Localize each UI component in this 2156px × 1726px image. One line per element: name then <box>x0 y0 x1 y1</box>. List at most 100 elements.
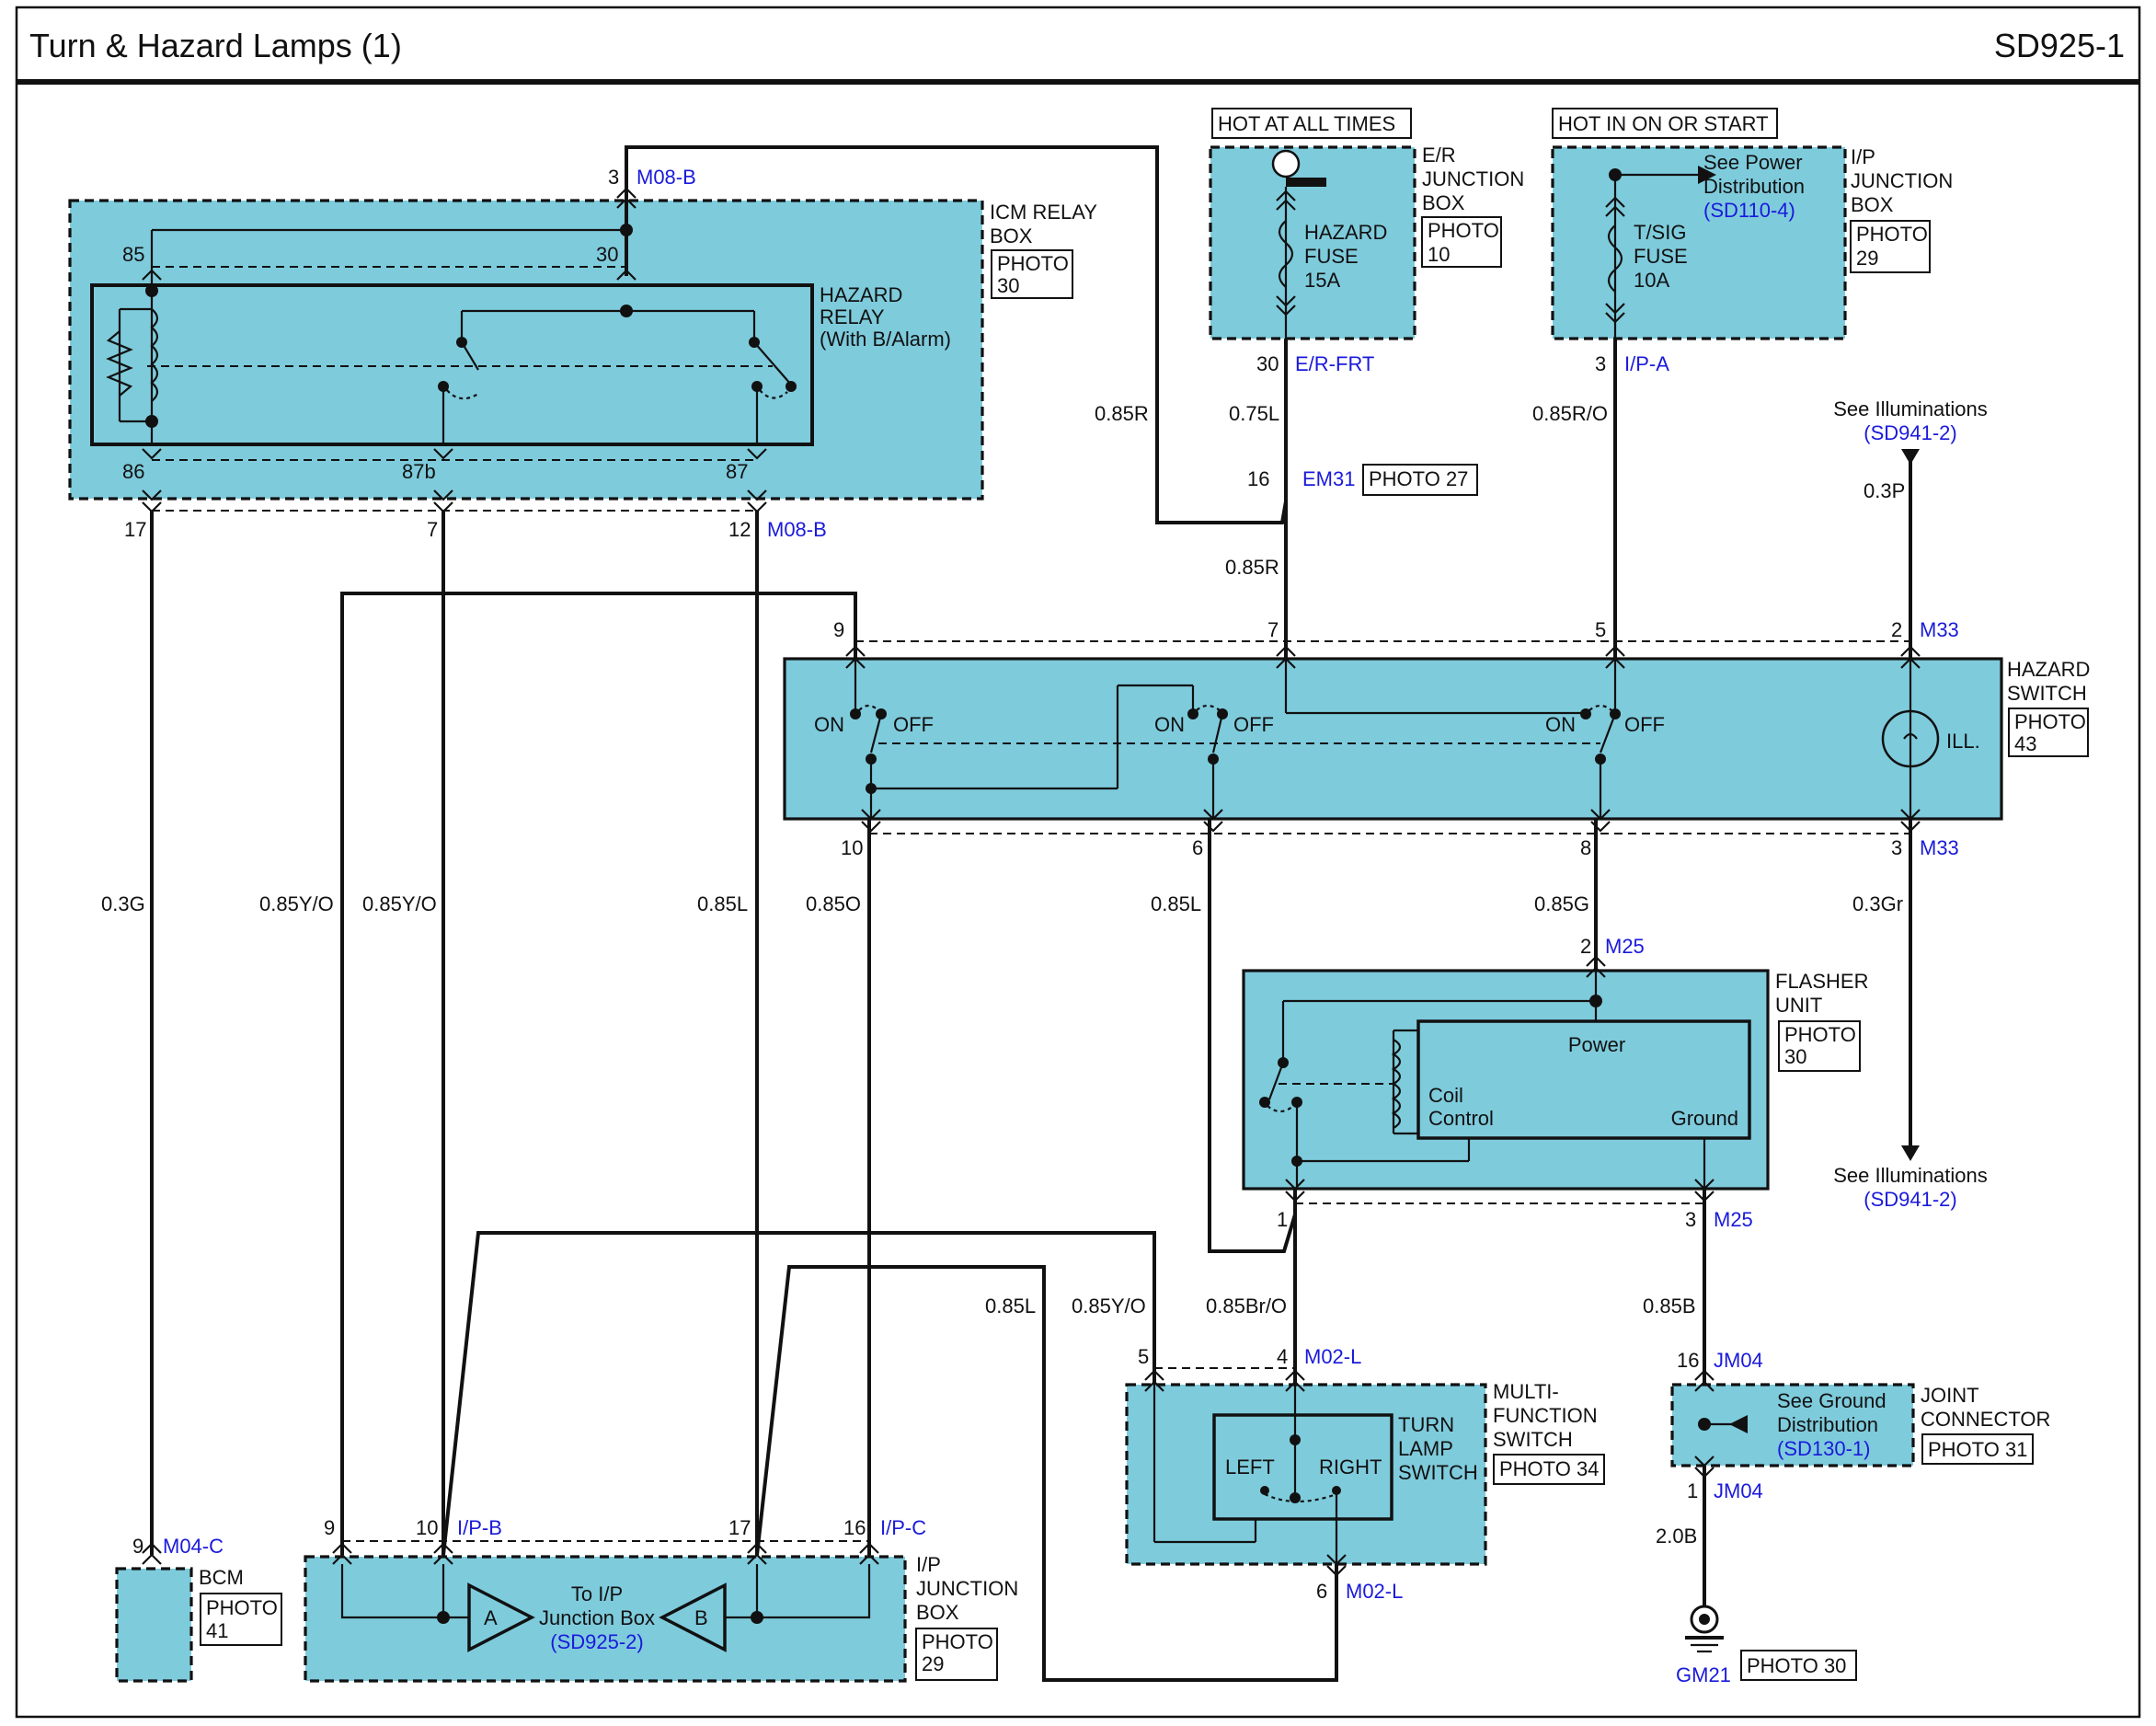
ip-bottom-ref: (SD925-2) <box>550 1630 643 1653</box>
mfs-label-2: FUNCTION <box>1493 1404 1598 1427</box>
bottom-ip-internals <box>142 1540 879 1652</box>
em31-photo-box <box>1362 464 1478 496</box>
wire-085r-top: 0.85R <box>1095 402 1149 425</box>
pin-16-ip: 16 <box>843 1516 866 1539</box>
wire-03g: 0.3G <box>101 892 145 915</box>
wire-085g: 0.85G <box>1534 892 1589 915</box>
bcm-photo-1: PHOTO <box>206 1596 278 1619</box>
pin-86: 86 <box>122 460 144 483</box>
wires <box>150 145 1920 1682</box>
hazard-relay <box>90 283 814 446</box>
pin-16-em31: 16 <box>1247 467 1269 490</box>
mfs-photo: PHOTO 34 <box>1499 1457 1599 1480</box>
multifunction-photo-box <box>1493 1454 1605 1485</box>
multifunction-internals <box>1144 1367 1347 1577</box>
pin-3-hz: 3 <box>1891 836 1902 859</box>
ip-hot-label: HOT IN ON OR START <box>1558 112 1769 135</box>
wire-085l-a: 0.85L <box>697 892 748 915</box>
ip-bottom-photo-box <box>915 1628 998 1681</box>
hazard-fuse-3: 15A <box>1304 269 1340 292</box>
pin-30-er: 30 <box>1256 352 1279 375</box>
joint-label-1: JOINT <box>1921 1384 1979 1407</box>
pin-4-mfs: 4 <box>1277 1345 1288 1368</box>
hazard-fuse-1: HAZARD <box>1304 221 1387 244</box>
turn-label-3: SWITCH <box>1398 1461 1478 1484</box>
conn-m33-top: M33 <box>1920 618 1959 641</box>
pin-2-fl: 2 <box>1580 935 1591 958</box>
pin-1-fl: 1 <box>1277 1208 1288 1231</box>
pin-1-jm: 1 <box>1687 1479 1698 1502</box>
er-label-3: BOX <box>1422 191 1465 214</box>
power-dist-1: See Power <box>1703 151 1803 174</box>
sheet-frame <box>15 6 2141 1719</box>
bcm-label: BCM <box>199 1566 244 1589</box>
pin-12: 12 <box>728 518 751 541</box>
pin-3-ip: 3 <box>1595 352 1606 375</box>
ip-top-label-2: JUNCTION <box>1851 169 1953 192</box>
pin-2-hz: 2 <box>1891 618 1902 641</box>
power-dist-2: Distribution <box>1703 175 1805 198</box>
flasher-photo-1: PHOTO <box>1784 1023 1856 1046</box>
pin-5-hz: 5 <box>1595 618 1606 641</box>
power-dist-ref: (SD110-4) <box>1703 199 1795 222</box>
wire-085yo-b: 0.85Y/O <box>362 892 437 915</box>
tsig-fuse-3: 10A <box>1634 269 1669 292</box>
er-hot-label: HOT AT ALL TIMES <box>1218 112 1395 135</box>
joint-photo: PHOTO 31 <box>1928 1438 2027 1461</box>
relay-label-2: RELAY <box>820 305 885 328</box>
switch-on-1: ON <box>814 713 844 736</box>
pin-9-bcm: 9 <box>132 1535 143 1558</box>
wire-03p: 0.3P <box>1864 479 1905 502</box>
conn-m08b-bottom: M08-B <box>767 518 827 541</box>
flasher-power: Power <box>1568 1033 1625 1056</box>
pin-16-jm: 16 <box>1677 1349 1699 1372</box>
flasher-photo-box <box>1778 1020 1861 1072</box>
switch-on-2: ON <box>1154 713 1185 736</box>
er-fuse-internals <box>1271 149 1326 339</box>
conn-m33-bottom: M33 <box>1920 836 1959 859</box>
hazard-photo-1: PHOTO <box>2014 710 2086 733</box>
icm-relay-box <box>68 199 984 501</box>
joint-photo-box <box>1921 1433 2034 1465</box>
conn-ip-c: I/P-C <box>880 1516 926 1539</box>
relay-label-1: HAZARD <box>820 283 902 306</box>
conn-m25-top: M25 <box>1605 935 1645 958</box>
icm-label-1: ICM RELAY <box>990 201 1097 224</box>
pin-10-ip: 10 <box>416 1516 438 1539</box>
er-label-2: JUNCTION <box>1422 167 1524 190</box>
turn-label-2: LAMP <box>1398 1437 1453 1460</box>
hazard-switch-label-2: SWITCH <box>2007 682 2087 705</box>
wire-085l-b: 0.85L <box>1151 892 1201 915</box>
conn-m04c: M04-C <box>163 1535 224 1558</box>
ip-top-label-1: I/P <box>1851 145 1875 168</box>
pin-9-hz: 9 <box>833 618 844 641</box>
ip-junction-box-bottom <box>304 1555 907 1683</box>
hazard-switch-internals <box>845 640 1940 834</box>
relay-label-3: (With B/Alarm) <box>820 328 951 351</box>
pin-17-ip: 17 <box>728 1516 751 1539</box>
switch-off-1: OFF <box>893 713 934 736</box>
pin-30: 30 <box>596 243 618 266</box>
conn-jm04-bottom: JM04 <box>1714 1479 1763 1502</box>
conn-em31: EM31 <box>1302 467 1355 490</box>
pin-6-hz: 6 <box>1192 836 1203 859</box>
conn-ip-a: I/P-A <box>1624 352 1669 375</box>
ground-photo-box <box>1740 1650 1857 1681</box>
flasher-ground: Ground <box>1671 1107 1738 1130</box>
wire-085l-c: 0.85L <box>985 1294 1036 1318</box>
ip-top-photo-box <box>1850 220 1931 273</box>
er-photo-2: 10 <box>1428 243 1450 266</box>
em31-photo: PHOTO 27 <box>1369 467 1468 490</box>
pin-9-ip: 9 <box>324 1516 335 1539</box>
ip-top-label-3: BOX <box>1851 193 1894 216</box>
conn-m02l-bottom: M02-L <box>1346 1580 1403 1603</box>
flasher-inner-box <box>1416 1019 1751 1140</box>
ip-bottom-photo-1: PHOTO <box>922 1630 993 1653</box>
pin-8-hz: 8 <box>1580 836 1591 859</box>
mfs-label-3: SWITCH <box>1493 1428 1573 1451</box>
turn-right: RIGHT <box>1319 1456 1382 1479</box>
joint-ref: (SD130-1) <box>1777 1437 1870 1460</box>
illum-top-ref: (SD941-2) <box>1864 421 1956 444</box>
wire-085yo-a: 0.85Y/O <box>259 892 334 915</box>
